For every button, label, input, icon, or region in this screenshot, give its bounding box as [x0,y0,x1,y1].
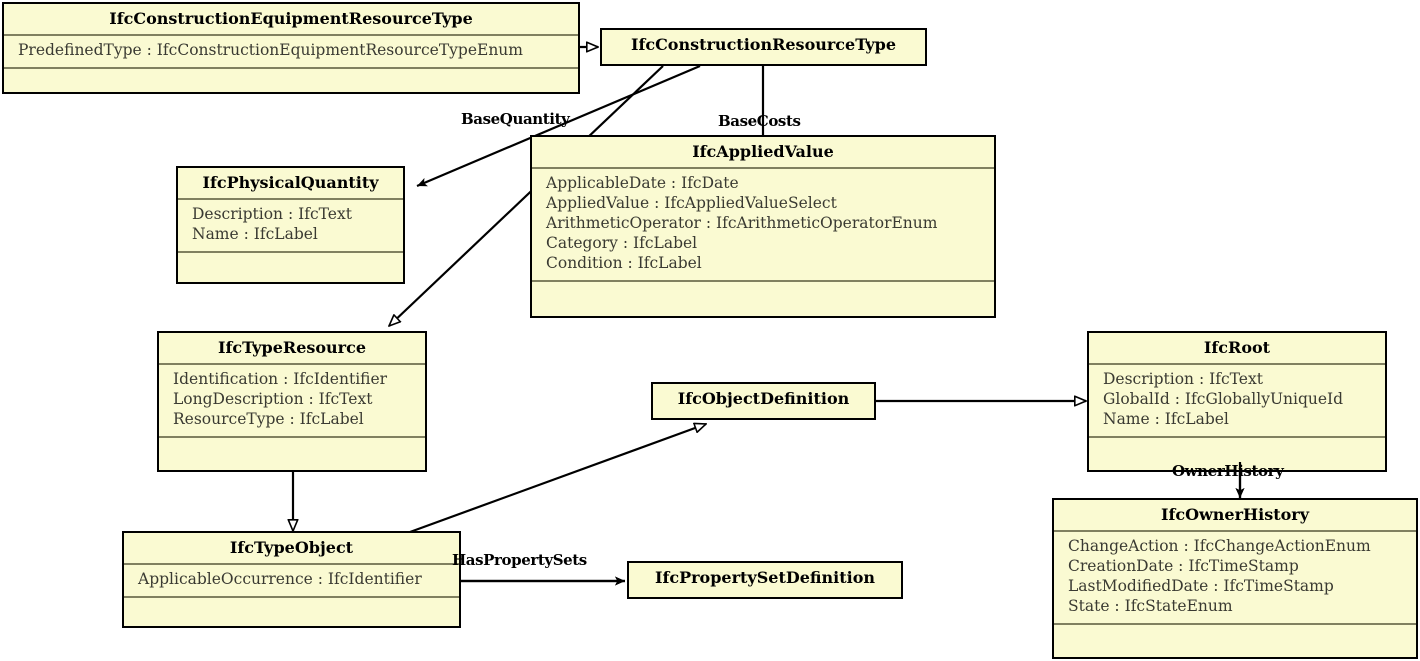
compartment-separator [1089,363,1385,366]
attribute-row: Description : IfcText [1103,370,1263,389]
compartment-separator [532,167,994,170]
edge-label-basecosts: BaseCosts [718,112,801,130]
class-operations [4,69,578,89]
compartment-separator [124,563,459,566]
class-title: IfcConstructionResourceType [630,35,897,54]
class-box-ifctyperesource[interactable]: IfcTypeResource Identification : IfcIden… [157,331,427,472]
edge-label-haspropertysets: HasPropertySets [452,551,587,569]
compartment-separator [124,596,459,599]
class-title: IfcPhysicalQuantity [202,173,379,192]
compartment-separator [178,251,403,254]
edge-typeobject-to-objectdefinition [409,424,706,534]
attribute-row: Name : IfcLabel [192,225,318,244]
compartment-separator [159,435,425,438]
class-operations [124,598,459,618]
class-attributes: PredefinedType : IfcConstructionEquipmen… [4,36,578,67]
class-box-ifcphysicalquantity[interactable]: IfcPhysicalQuantity Description : IfcTex… [176,166,405,284]
edge-label-basequantity: BaseQuantity [461,110,570,128]
class-box-ifcconstructionequipmentresourcetype[interactable]: IfcConstructionEquipmentResourceType Pre… [2,2,580,94]
class-box-ifctypeobject[interactable]: IfcTypeObject ApplicableOccurrence : Ifc… [122,531,461,628]
attribute-row: ApplicableDate : IfcDate [546,174,739,193]
class-attributes: Description : IfcText Name : IfcLabel [178,200,403,251]
class-box-ifcpropertysetdefinition[interactable]: IfcPropertySetDefinition [627,561,903,599]
attribute-row: LastModifiedDate : IfcTimeStamp [1068,577,1334,596]
attribute-row: Identification : IfcIdentifier [173,370,388,389]
attribute-row: CreationDate : IfcTimeStamp [1068,557,1299,576]
compartment-separator [1089,435,1385,438]
attribute-row: LongDescription : IfcText [173,390,373,409]
class-attributes: Description : IfcText GlobalId : IfcGlob… [1089,365,1385,435]
compartment-separator [4,67,578,70]
class-box-ifcobjectdefinition[interactable]: IfcObjectDefinition [651,382,876,420]
class-box-ifcownerhistory[interactable]: IfcOwnerHistory ChangeAction : IfcChange… [1052,498,1418,659]
class-title: IfcObjectDefinition [677,389,850,408]
attribute-row: Name : IfcLabel [1103,410,1229,429]
attribute-row: Description : IfcText [192,205,352,224]
compartment-separator [532,279,994,282]
attribute-row: PredefinedType : IfcConstructionEquipmen… [18,41,523,60]
class-title: IfcAppliedValue [692,142,834,161]
attribute-row: GlobalId : IfcGloballyUniqueId [1103,390,1344,409]
class-attributes: Identification : IfcIdentifier LongDescr… [159,365,425,435]
class-title: IfcPropertySetDefinition [654,568,876,587]
class-title: IfcTypeObject [229,538,354,557]
class-operations [159,438,425,458]
class-attributes: ApplicableDate : IfcDate AppliedValue : … [532,169,994,279]
attribute-row: ChangeAction : IfcChangeActionEnum [1068,537,1371,556]
compartment-separator [1054,622,1416,625]
attribute-row: Condition : IfcLabel [546,253,702,272]
class-operations [532,282,994,302]
class-title: IfcConstructionEquipmentResourceType [109,9,473,28]
class-operations [178,253,403,273]
compartment-separator [1054,530,1416,533]
attribute-row: AppliedValue : IfcAppliedValueSelect [546,194,837,213]
compartment-separator [178,198,403,201]
attribute-row: ArithmeticOperator : IfcArithmeticOperat… [546,214,938,233]
edge-label-ownerhistory: OwnerHistory [1172,462,1284,480]
class-title: IfcOwnerHistory [1160,505,1310,524]
class-title: IfcTypeResource [217,338,367,357]
class-attributes: ApplicableOccurrence : IfcIdentifier [124,565,459,596]
attribute-row: State : IfcStateEnum [1068,596,1233,615]
compartment-separator [159,363,425,366]
attribute-row: ResourceType : IfcLabel [173,410,364,429]
attribute-row: ApplicableOccurrence : IfcIdentifier [138,570,422,589]
class-operations [1054,625,1416,645]
compartment-separator [4,34,578,37]
class-title: IfcRoot [1203,338,1271,357]
attribute-row: Category : IfcLabel [546,233,698,252]
class-box-ifcappliedvalue[interactable]: IfcAppliedValue ApplicableDate : IfcDate… [530,135,996,318]
class-box-ifcroot[interactable]: IfcRoot Description : IfcText GlobalId :… [1087,331,1387,472]
class-box-ifcconstructionresourcetype[interactable]: IfcConstructionResourceType [600,28,927,66]
class-attributes: ChangeAction : IfcChangeActionEnum Creat… [1054,532,1416,622]
class-operations [1089,438,1385,458]
